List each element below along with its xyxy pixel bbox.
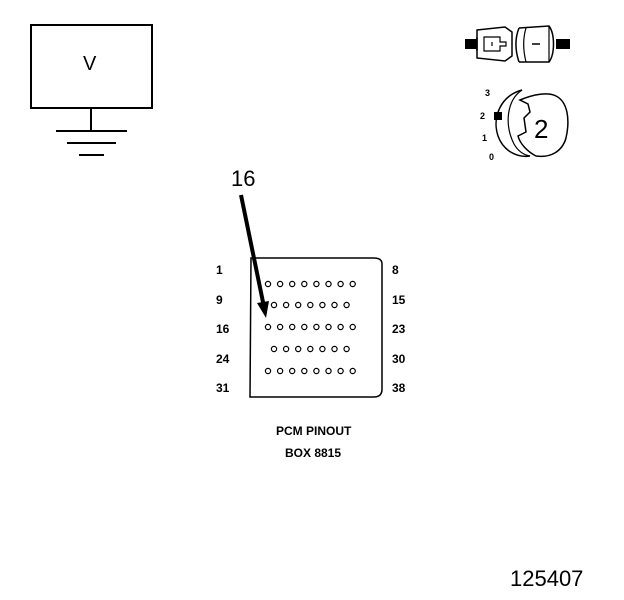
row4-start-label: 24 bbox=[216, 352, 230, 366]
pin-hole-26 bbox=[295, 345, 302, 353]
pin-hole-32 bbox=[276, 367, 284, 375]
pin-hole-8 bbox=[349, 280, 356, 288]
row4-end-label: 30 bbox=[392, 352, 406, 366]
pin-hole-11 bbox=[295, 301, 302, 309]
knob-selected-value: 2 bbox=[534, 114, 549, 144]
row1-start-label: 1 bbox=[216, 263, 223, 277]
pin-hole-16 bbox=[264, 323, 272, 331]
pin-hole-20 bbox=[313, 323, 320, 331]
pin-hole-25 bbox=[282, 345, 290, 353]
row3-start-label: 16 bbox=[216, 322, 230, 336]
pin-hole-24 bbox=[270, 345, 278, 353]
pin-hole-19 bbox=[301, 323, 308, 331]
pin-hole-5 bbox=[313, 280, 320, 288]
voltmeter-label: V bbox=[83, 53, 97, 75]
pin-hole-29 bbox=[331, 345, 338, 353]
pin-hole-10 bbox=[282, 301, 290, 309]
pin-hole-7 bbox=[337, 280, 344, 288]
pin-hole-15 bbox=[343, 301, 350, 309]
pin-hole-33 bbox=[289, 367, 296, 375]
row5-end-label: 38 bbox=[392, 381, 406, 395]
connector-title: PCM PINOUT bbox=[276, 424, 352, 438]
connector-subtitle: BOX 8815 bbox=[285, 446, 342, 460]
pin-hole-6 bbox=[325, 280, 332, 288]
pin-hole-30 bbox=[343, 345, 350, 353]
knob-position-0: 0 bbox=[489, 152, 495, 162]
pin-hole-22 bbox=[337, 323, 344, 331]
pin-hole-35 bbox=[313, 367, 320, 375]
callout-pin-number: 16 bbox=[231, 166, 256, 191]
pin-hole-17 bbox=[276, 323, 284, 331]
pin-hole-2 bbox=[276, 280, 284, 288]
pin-hole-21 bbox=[325, 323, 332, 331]
pin-holes-group bbox=[264, 280, 356, 375]
pin-hole-14 bbox=[331, 301, 338, 309]
pin-hole-12 bbox=[307, 301, 314, 309]
pin-hole-3 bbox=[289, 280, 296, 288]
pin-hole-31 bbox=[264, 367, 272, 375]
row2-end-label: 15 bbox=[392, 293, 406, 307]
row2-start-label: 9 bbox=[216, 293, 223, 307]
pin-hole-13 bbox=[319, 301, 326, 309]
knob-position-2: 2 bbox=[480, 111, 486, 121]
connector-outline bbox=[249, 257, 383, 398]
pin-hole-38 bbox=[349, 367, 356, 375]
pin-hole-18 bbox=[289, 323, 296, 331]
pin-hole-23 bbox=[349, 323, 356, 331]
row1-end-label: 8 bbox=[392, 263, 399, 277]
row3-end-label: 23 bbox=[392, 322, 406, 336]
pin-hole-37 bbox=[337, 367, 344, 375]
pin-hole-4 bbox=[301, 280, 308, 288]
figure-id: 125407 bbox=[510, 566, 584, 591]
pin-hole-1 bbox=[264, 280, 272, 288]
knob-position-3: 3 bbox=[485, 88, 491, 98]
pin-hole-34 bbox=[301, 367, 308, 375]
pin-hole-28 bbox=[319, 345, 326, 353]
pin-hole-9 bbox=[270, 301, 278, 309]
knob-pointer bbox=[494, 112, 502, 120]
pin-hole-27 bbox=[307, 345, 314, 353]
pin-hole-36 bbox=[325, 367, 332, 375]
knob-position-1: 1 bbox=[482, 133, 488, 143]
row5-start-label: 31 bbox=[216, 381, 230, 395]
